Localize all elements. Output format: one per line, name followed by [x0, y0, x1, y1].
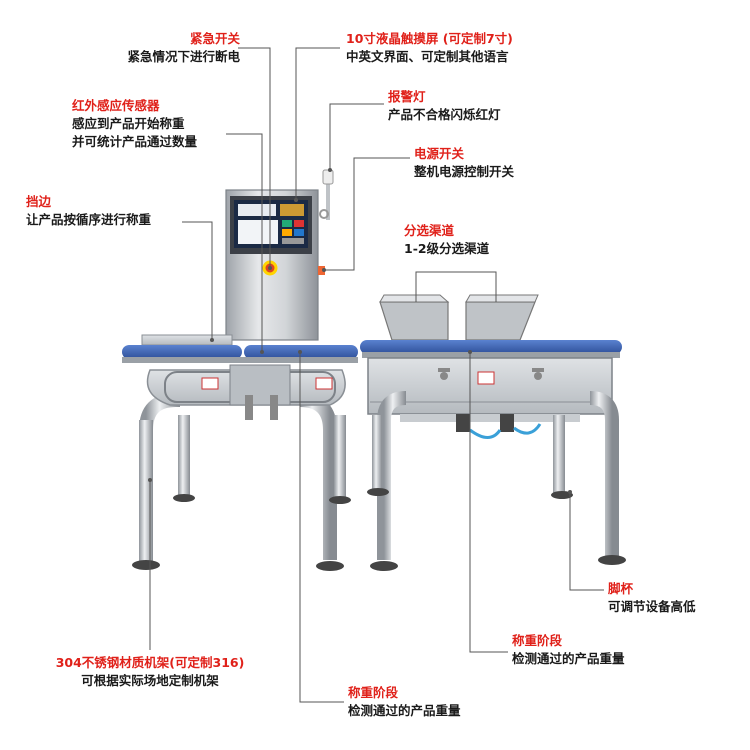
callout-title: 称重阶段: [348, 685, 399, 700]
leader-weigh-bottom: [299, 352, 344, 703]
foot-cup: [598, 555, 626, 565]
callout-title: 称重阶段: [512, 633, 563, 648]
leader-sorting: [415, 271, 497, 302]
callout-title: 紧急开关: [189, 31, 240, 46]
load-cell-assembly: [229, 364, 291, 406]
callout-title: 报警灯: [388, 89, 426, 104]
leader-guard: [182, 221, 213, 340]
callout-sorting-channel: 分选渠道 1-2级分选渠道: [404, 222, 489, 258]
callout-desc: 产品不合格闪烁红灯: [388, 107, 501, 122]
leader-foot: [569, 492, 604, 591]
leader-weigh-right: [469, 352, 508, 653]
leader-ir-sensor: [226, 133, 263, 352]
leader-lines: [149, 47, 604, 703]
callout-emergency-stop: 紧急开关 紧急情况下进行断电: [80, 30, 240, 66]
alarm-light: [322, 169, 334, 185]
callout-ir-sensor: 红外感应传感器 感应到产品开始称重 并可统计产品通过数量: [72, 97, 197, 151]
callout-desc: 检测通过的产品重量: [512, 651, 625, 666]
warning-label: [201, 377, 219, 390]
sorting-conveyor: [360, 340, 622, 354]
callout-desc: 可根据实际场地定制机架: [81, 673, 219, 688]
right-frame-leg: [372, 415, 382, 490]
left-frame-leg: [139, 420, 153, 565]
foot-cup: [370, 561, 398, 571]
callout-title: 电源开关: [414, 146, 465, 161]
foot-cup: [367, 488, 389, 496]
callout-desc: 中英文界面、可定制其他语言: [346, 49, 509, 64]
left-frame-leg: [178, 415, 190, 495]
right-chassis: [367, 357, 613, 415]
callout-desc: 可调节设备高低: [608, 599, 696, 614]
callout-alarm-light: 报警灯 产品不合格闪烁红灯: [388, 88, 501, 124]
callout-weighing-stage-right: 称重阶段 检测通过的产品重量: [512, 632, 625, 668]
callout-title: 红外感应传感器: [72, 98, 160, 113]
callout-touchscreen: 10寸液晶触摸屏 (可定制7寸) 中英文界面、可定制其他语言: [346, 30, 513, 66]
callout-foot-cup: 脚杯 可调节设备高低: [608, 580, 696, 616]
callout-desc: 整机电源控制开关: [414, 164, 515, 179]
callout-title: 分选渠道: [404, 223, 455, 238]
callout-title: 脚杯: [608, 581, 634, 596]
leader-emergency: [238, 47, 271, 268]
leader-alarm: [329, 103, 384, 170]
callout-power-switch: 电源开关 整机电源控制开关: [414, 145, 514, 181]
right-frame-leg: [589, 391, 619, 560]
callout-desc: 感应到产品开始称重: [72, 116, 185, 131]
callout-desc: 让产品按循序进行称重: [26, 212, 152, 227]
callout-frame: 304不锈钢材质机架(可定制316) 可根据实际场地定制机架: [20, 654, 280, 690]
left-frame-leg: [299, 393, 337, 560]
foot-cup: [316, 561, 344, 571]
foot-cup: [551, 491, 573, 499]
callout-guard: 挡边 让产品按循序进行称重: [26, 193, 151, 229]
callout-desc: 1-2级分选渠道: [404, 241, 490, 256]
callout-title: 304不锈钢材质机架(可定制316): [55, 655, 245, 670]
sorting-chute: [379, 301, 449, 341]
callout-weighing-stage-bottom: 称重阶段 检测通过的产品重量: [348, 684, 461, 720]
leader-dots: [148, 168, 572, 494]
guard-rail: [141, 334, 233, 346]
callout-desc: 检测通过的产品重量: [348, 703, 461, 718]
infeed-conveyor: [122, 345, 242, 359]
right-frame-leg: [553, 415, 565, 493]
sorting-chute: [465, 301, 536, 341]
callout-title: 10寸液晶触摸屏 (可定制7寸): [346, 31, 513, 46]
leader-power: [324, 157, 410, 271]
callout-desc: 并可统计产品通过数量: [72, 134, 198, 149]
foot-cup: [329, 496, 351, 504]
leader-touchscreen: [295, 47, 340, 200]
foot-cup: [173, 494, 195, 502]
foot-cup: [132, 560, 160, 570]
right-frame-leg: [377, 391, 407, 560]
left-frame-leg: [334, 415, 346, 500]
alarm-light-pole: [326, 180, 330, 220]
callout-title: 挡边: [26, 194, 52, 209]
callout-desc: 紧急情况下进行断电: [127, 49, 240, 64]
warning-label: [315, 377, 333, 390]
alarm-light-bracket: [319, 209, 329, 219]
power-switch-knob: [318, 266, 325, 275]
